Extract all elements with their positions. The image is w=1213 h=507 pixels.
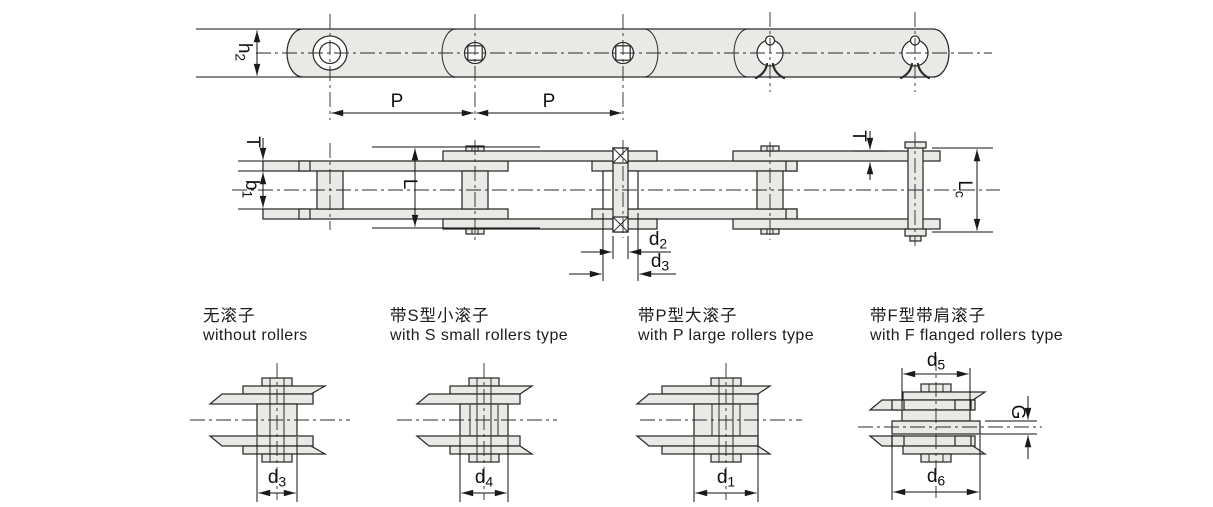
variant-title-en: with S small rollers type bbox=[389, 327, 568, 344]
dim-g: G bbox=[980, 396, 1037, 459]
dim-label-b1: b1 bbox=[240, 180, 263, 199]
inner-plate bbox=[262, 208, 509, 220]
bushing-end-tab bbox=[298, 208, 311, 220]
dim-label-d3-variant: d3 bbox=[268, 467, 287, 490]
dim-lc: Lc bbox=[932, 147, 993, 233]
variant-headings: 无滚子 without rollers 带S型小滚子 with S small … bbox=[202, 306, 1063, 344]
dim-h2: h2 bbox=[196, 28, 301, 78]
hole-centerlines bbox=[769, 12, 916, 92]
dim-l: L bbox=[372, 146, 540, 229]
variant-detail-small-roller: d4 bbox=[397, 363, 557, 502]
variant-title-zh: 无滚子 bbox=[203, 306, 256, 325]
dim-label-h2: h2 bbox=[233, 43, 256, 62]
variant-detail-flanged-roller: d5 d6 G bbox=[858, 350, 1042, 500]
dim-label-p1: P bbox=[391, 91, 404, 112]
bushing-end-tab bbox=[785, 208, 798, 220]
dim-d3: d3 bbox=[569, 213, 676, 281]
bushing-end-tab bbox=[891, 435, 905, 447]
end-pin bbox=[904, 141, 927, 242]
top-view: h2 P P bbox=[196, 12, 992, 120]
variant-detail-large-roller: d1 bbox=[635, 363, 802, 502]
dim-label-t-right: T bbox=[848, 130, 869, 142]
dim-label-d1-variant: d1 bbox=[717, 467, 736, 490]
dim-d2: d2 bbox=[581, 229, 671, 259]
variant-detail-without-rollers: d3 bbox=[190, 363, 350, 502]
dim-t-left: T bbox=[238, 136, 267, 162]
dim-label-p2: P bbox=[543, 91, 556, 112]
dim-label-d6: d6 bbox=[927, 466, 946, 489]
dim-label-l: L bbox=[399, 179, 420, 190]
dim-label-d3: d3 bbox=[651, 251, 670, 274]
outer-plate bbox=[442, 150, 658, 162]
dim-label-d5: d5 bbox=[927, 350, 946, 373]
bushing-end-tab bbox=[954, 399, 972, 411]
side-view: T b1 L T Lc bbox=[232, 130, 1000, 281]
variant-title-en: without rollers bbox=[202, 327, 308, 344]
dim-label-d4-variant: d4 bbox=[475, 467, 494, 490]
variant-title-en: with F flanged rollers type bbox=[869, 327, 1063, 344]
dim-pitch-1: P bbox=[331, 91, 474, 117]
bushing-end-tab bbox=[298, 160, 311, 172]
dim-pitch-2: P bbox=[476, 91, 622, 117]
dim-d6: d6 bbox=[891, 435, 981, 500]
dim-label-d2: d2 bbox=[649, 229, 668, 252]
dim-label-lc: Lc bbox=[953, 180, 976, 198]
outer-plate bbox=[732, 218, 941, 230]
dim-b1: b1 bbox=[238, 170, 267, 210]
bushing-end-tab bbox=[954, 435, 972, 447]
bushing-end-tab bbox=[891, 399, 905, 411]
dim-d5: d5 bbox=[901, 350, 971, 409]
variant-title-zh: 带F型带肩滚子 bbox=[870, 306, 986, 325]
bushing-end-tab bbox=[785, 160, 798, 172]
variant-title-en: with P large rollers type bbox=[637, 327, 814, 344]
dim-label-g: G bbox=[1007, 405, 1028, 420]
outer-plate bbox=[442, 218, 658, 230]
outer-plate bbox=[732, 150, 941, 162]
inner-plate bbox=[262, 160, 509, 172]
connecting-pin-section bbox=[602, 147, 639, 233]
variant-title-zh: 带S型小滚子 bbox=[390, 306, 490, 325]
variant-title-zh: 带P型大滚子 bbox=[638, 306, 738, 325]
hole-centerlines bbox=[329, 14, 624, 120]
dim-t-right: T bbox=[848, 130, 887, 180]
dim-label-t-left: T bbox=[242, 136, 263, 148]
